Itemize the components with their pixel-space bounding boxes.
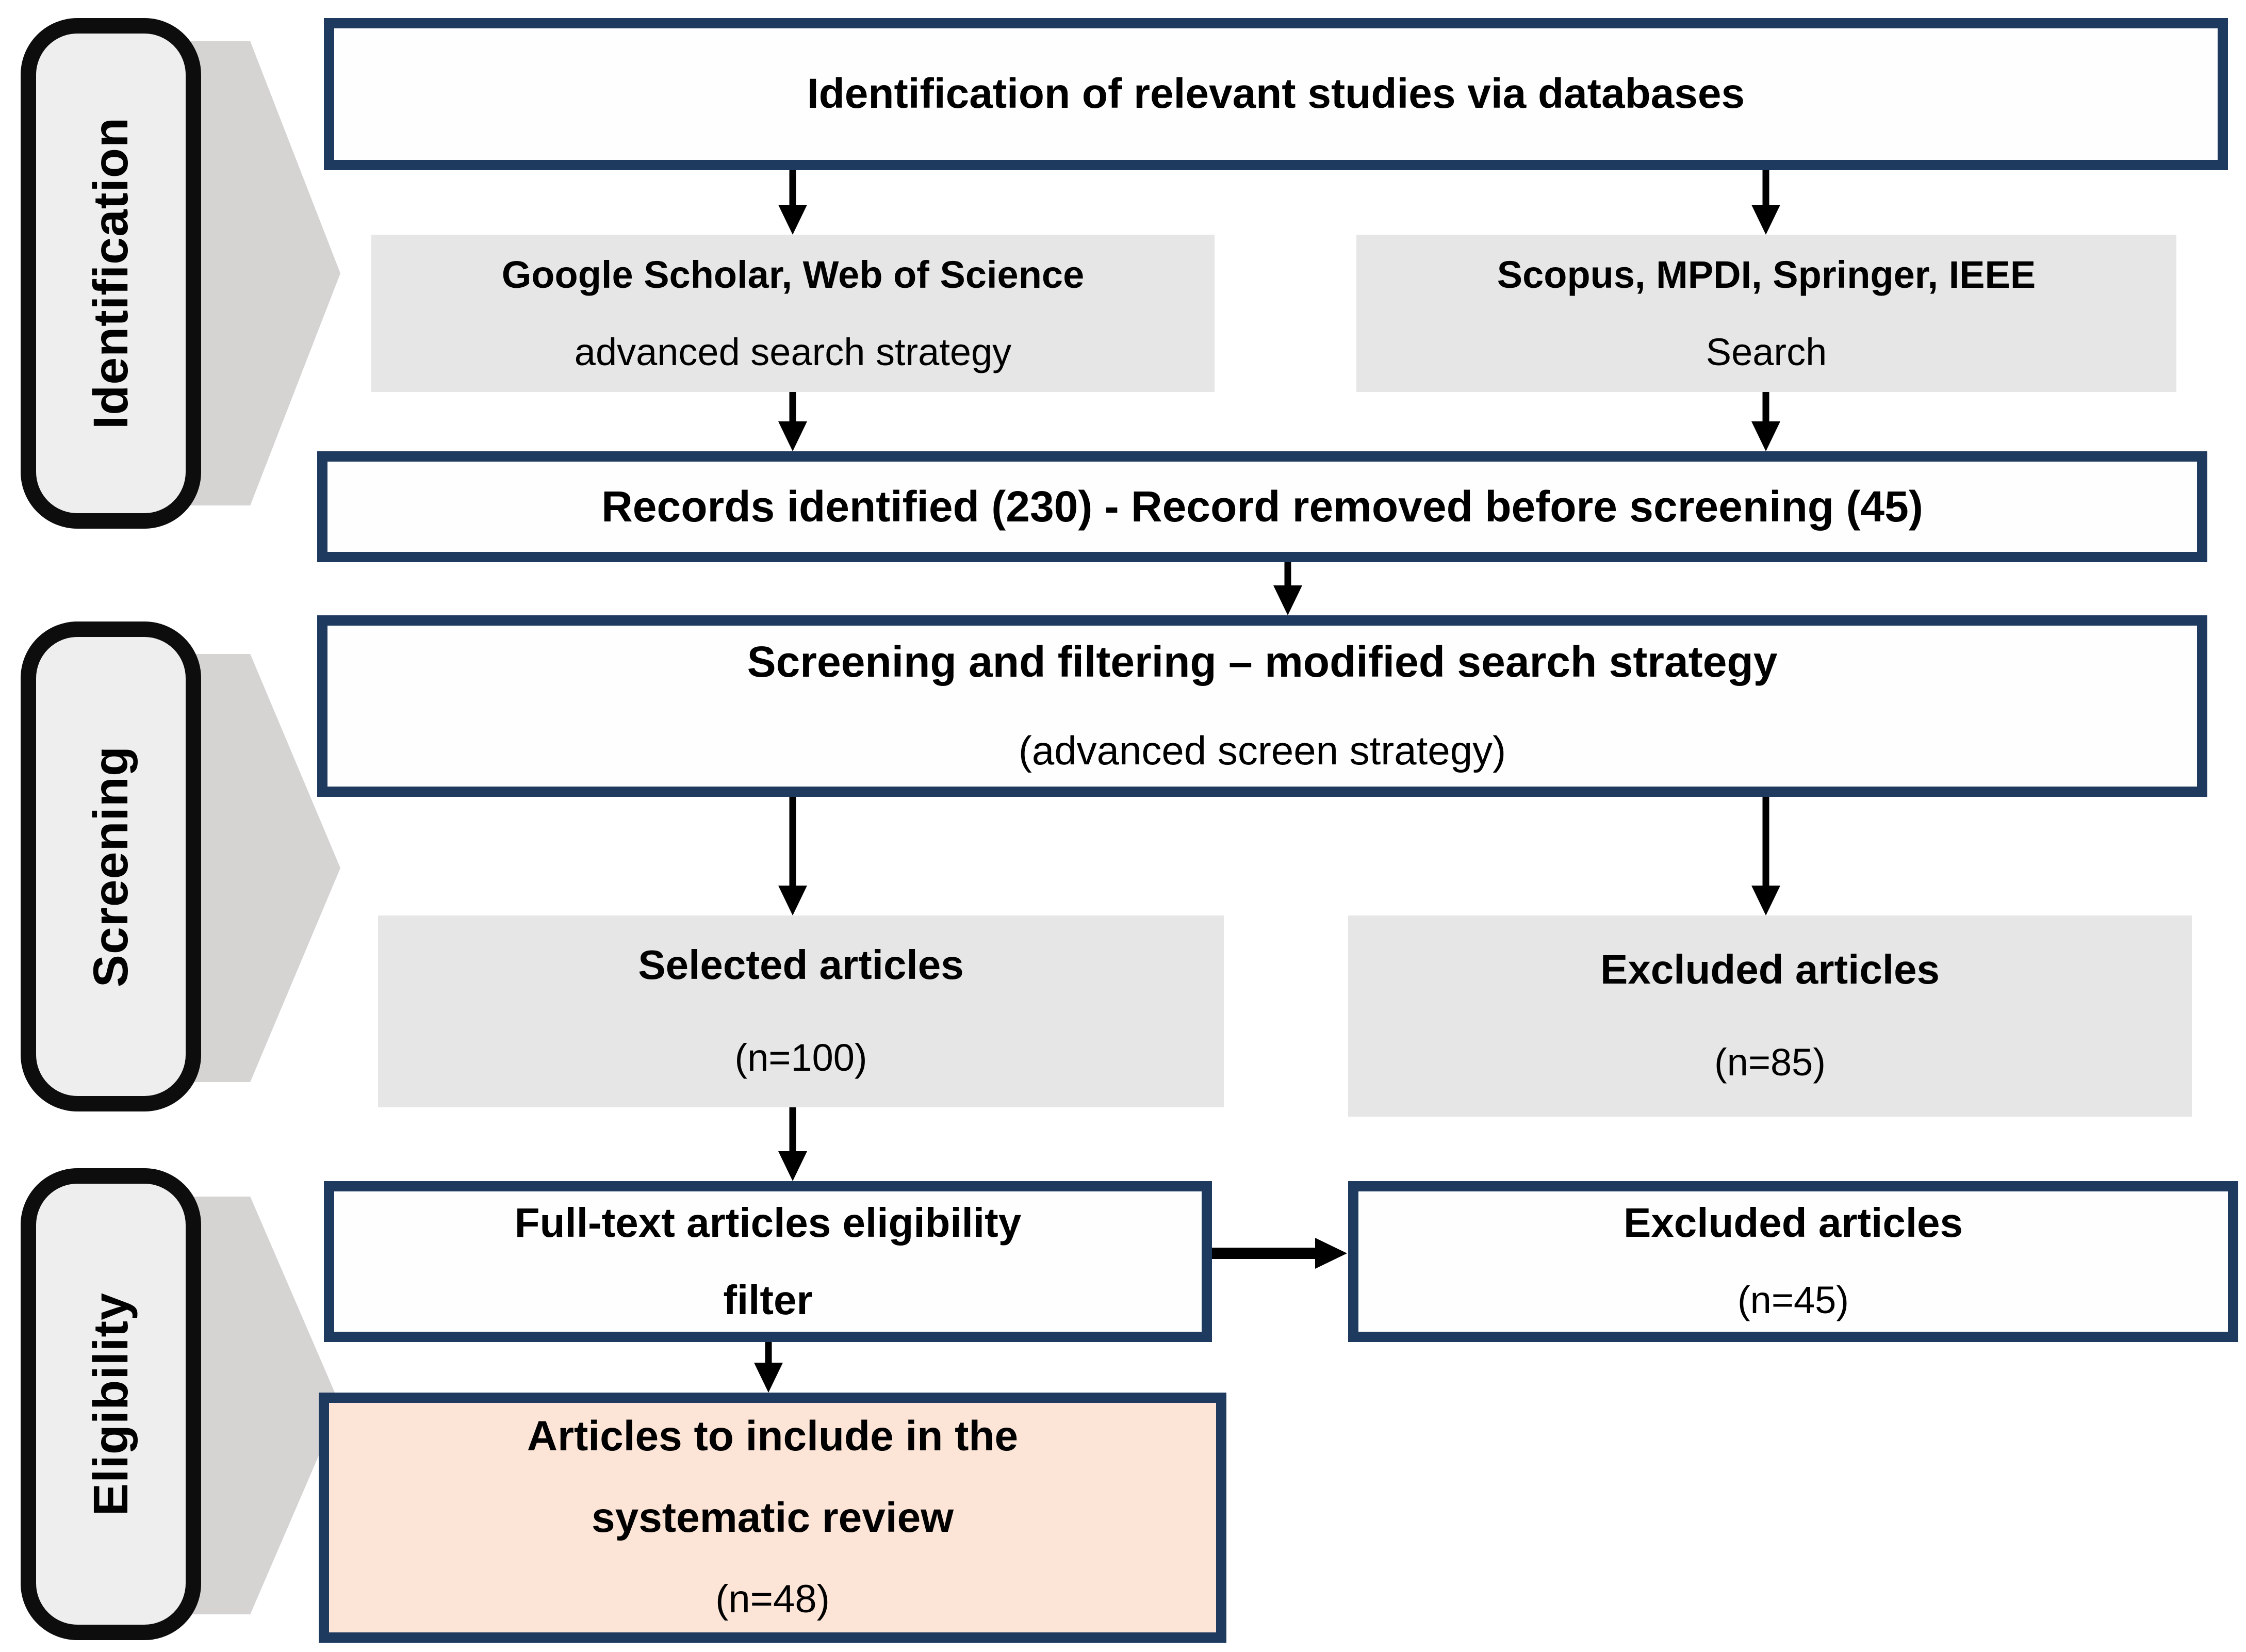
title-box: Identification of relevant studies via d…: [324, 18, 2228, 170]
excluded-articles-eligibility-count: (n=45): [1737, 1279, 1849, 1321]
title-box-text: Identification of relevant studies via d…: [807, 70, 1745, 118]
arrow-selected-to-fulltext: [778, 1107, 807, 1181]
included-articles-count: (n=48): [715, 1577, 830, 1621]
screening-filtering-box: Screening and filtering – modified searc…: [317, 615, 2207, 797]
records-identified-box: Records identified (230) - Record remove…: [317, 451, 2207, 562]
database-box-scopus-line1: Scopus, MPDI, Springer, IEEE: [1497, 253, 2036, 296]
fulltext-eligibility-line1: Full-text articles eligibility: [514, 1200, 1022, 1246]
database-box-scopus-line2: Search: [1706, 330, 1827, 373]
selected-articles-count: (n=100): [734, 1036, 867, 1079]
included-articles-line1: Articles to include in the: [527, 1412, 1019, 1460]
selected-articles-line1: Selected articles: [638, 942, 964, 988]
fulltext-eligibility-line2: filter: [723, 1277, 813, 1323]
stage-label-identification-text: Identification: [83, 117, 138, 430]
screening-filtering-line1: Screening and filtering – modified searc…: [747, 637, 1778, 686]
database-box-scopus: Scopus, MPDI, Springer, IEEE Search: [1356, 235, 2176, 392]
stage-label-screening-text: Screening: [83, 745, 138, 988]
excluded-articles-screening-count: (n=85): [1714, 1041, 1826, 1084]
stage-label-identification: Identification: [21, 18, 201, 529]
arrow-records-to-screening: [1273, 562, 1302, 615]
excluded-articles-eligibility-line1: Excluded articles: [1623, 1200, 1963, 1246]
stage-label-screening: Screening: [21, 621, 201, 1111]
arrow-screening-to-excluded: [1751, 797, 1780, 915]
database-box-google-scholar-line1: Google Scholar, Web of Science: [501, 253, 1085, 296]
stage-label-eligibility-text: Eligibility: [83, 1292, 138, 1516]
selected-articles-box: Selected articles (n=100): [378, 915, 1224, 1107]
arrow-fulltext-to-included: [754, 1342, 783, 1393]
database-box-google-scholar: Google Scholar, Web of Science advanced …: [371, 235, 1215, 392]
arrow-db-right-to-records: [1751, 392, 1780, 451]
database-box-google-scholar-line2: advanced search strategy: [574, 330, 1012, 373]
records-identified-text: Records identified (230) - Record remove…: [601, 482, 1923, 531]
screening-filtering-line2: (advanced screen strategy): [1018, 728, 1506, 773]
arrow-screening-to-selected: [778, 797, 807, 915]
arrow-db-left-to-records: [778, 392, 807, 451]
included-articles-box: Articles to include in the systematic re…: [319, 1393, 1226, 1643]
arrow-title-to-db-left: [778, 170, 807, 235]
excluded-articles-screening-box: Excluded articles (n=85): [1348, 915, 2192, 1117]
included-articles-line2: systematic review: [591, 1494, 954, 1541]
excluded-articles-eligibility-box: Excluded articles (n=45): [1348, 1181, 2238, 1342]
excluded-articles-screening-line1: Excluded articles: [1600, 946, 1940, 992]
fulltext-eligibility-box: Full-text articles eligibility filter: [324, 1181, 1212, 1342]
arrow-title-to-db-right: [1751, 170, 1780, 235]
stage-label-eligibility: Eligibility: [21, 1168, 201, 1640]
arrow-fulltext-to-excluded: [1212, 1238, 1347, 1269]
